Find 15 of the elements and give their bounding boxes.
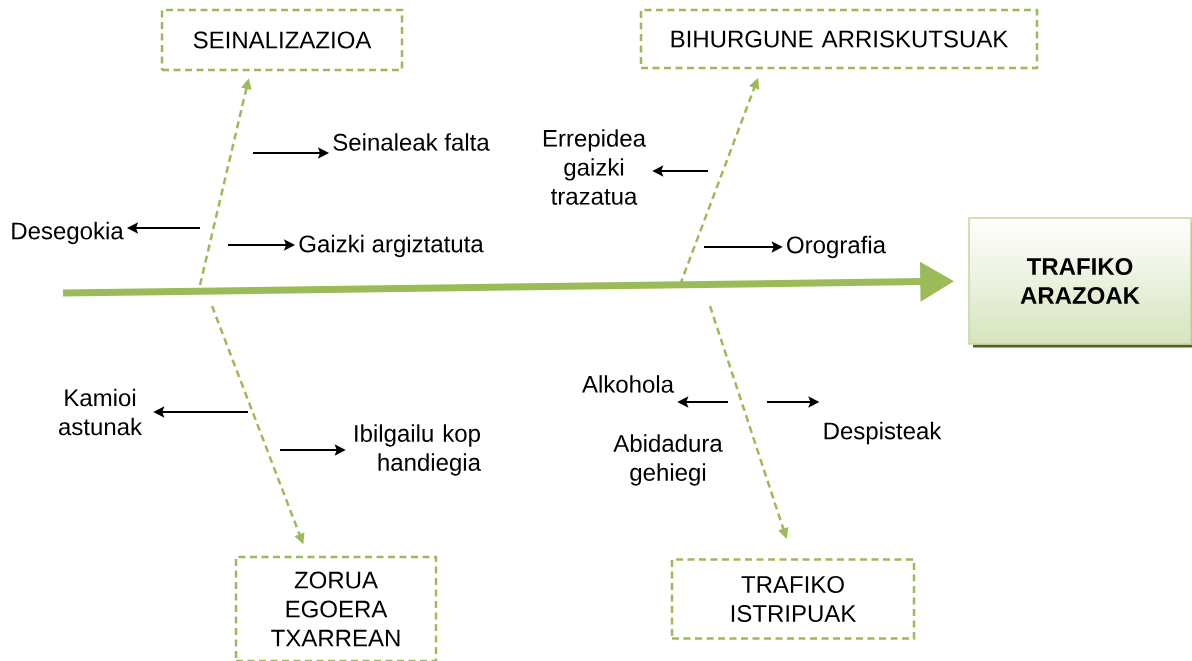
cause-text: Ibilgailu kop handiegia — [355, 424, 481, 476]
cause-text: Despisteak — [824, 421, 942, 445]
cause-text: Abidadura gehiegi — [613, 434, 723, 486]
cause-text: Seinaleak falta — [333, 133, 490, 151]
cause-text: Gaizki argiztatuta — [299, 234, 484, 258]
cause-text: Alkohola — [582, 375, 674, 393]
cause-box: TRAFIKO ISTRIPUAK — [670, 558, 916, 640]
cause-box: BIHURGUNE ARRISKUTSUAK — [639, 8, 1039, 70]
effect-box: TRAFIKO ARAZOAK — [968, 217, 1192, 348]
cause-text: Desegokia — [12, 221, 124, 245]
cause-text: Errepidea gaizki trazatua — [543, 129, 646, 205]
cause-box: SEINALIZAZIOA — [160, 8, 404, 72]
cause-box: ZORUA EGOERA TXARREAN — [234, 555, 438, 661]
cause-text: Kamioi astunak — [59, 388, 143, 436]
cause-text: Orografia — [787, 235, 886, 259]
